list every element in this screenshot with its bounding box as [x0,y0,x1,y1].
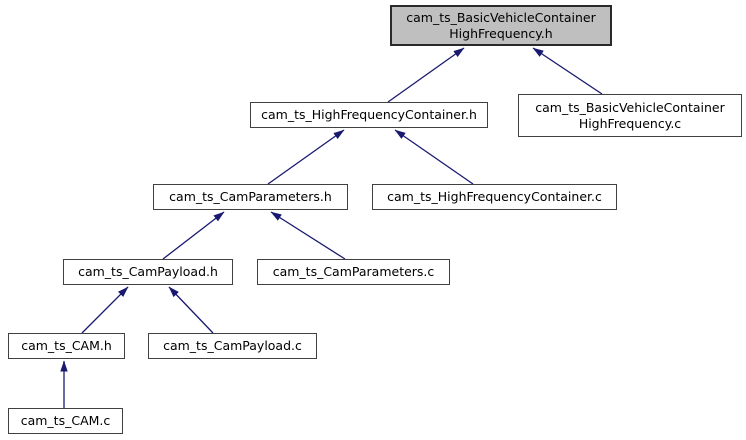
dependency-arrow-cam-h-to-campayload-h [81,286,129,334]
node-label-line: cam_ts_HighFrequencyContainer.c [387,189,602,205]
node-label-line: cam_ts_BasicVehicleContainer [406,9,596,25]
node-campayload-h[interactable]: cam_ts_CamPayload.h [63,259,233,285]
node-label-line: cam_ts_CamPayload.c [163,338,302,354]
node-cam-c[interactable]: cam_ts_CAM.c [8,408,123,434]
node-label-line: cam_ts_CamPayload.h [78,264,218,280]
dependency-arrow-camparameters-c-to-camparameters-h [270,211,346,260]
node-label-line: cam_ts_CamParameters.c [272,264,435,280]
dependency-arrow-campayload-h-to-camparameters-h [162,211,225,260]
node-cam-h[interactable]: cam_ts_CAM.h [8,333,125,359]
dependency-arrow-hfc-h-to-bvchf-h [387,47,465,103]
node-label-line: cam_ts_CAM.c [20,413,111,429]
node-label-line: cam_ts_BasicVehicleContainer [535,99,725,115]
edges-group [60,47,603,408]
dependency-arrow-campayload-c-to-campayload-h [168,286,214,334]
dependency-arrow-camparameters-h-to-hfc-h [267,129,345,185]
dependency-arrow-hfc-c-to-hfc-h [394,129,474,185]
node-campayload-c[interactable]: cam_ts_CamPayload.c [148,333,317,359]
node-hfc-h[interactable]: cam_ts_HighFrequencyContainer.h [250,102,488,128]
node-camparameters-c[interactable]: cam_ts_CamParameters.c [257,259,450,285]
node-hfc-c[interactable]: cam_ts_HighFrequencyContainer.c [372,184,617,210]
node-label-line: cam_ts_CamParameters.h [169,189,332,205]
node-camparameters-h[interactable]: cam_ts_CamParameters.h [153,184,348,210]
node-label-line: HighFrequency.c [578,115,682,131]
node-label-line: cam_ts_CAM.h [21,338,112,354]
node-label-line: cam_ts_HighFrequencyContainer.h [261,107,477,123]
node-label-line: HighFrequency.h [449,25,553,41]
dependency-arrow-bvchf-c-to-bvchf-h [532,47,603,95]
